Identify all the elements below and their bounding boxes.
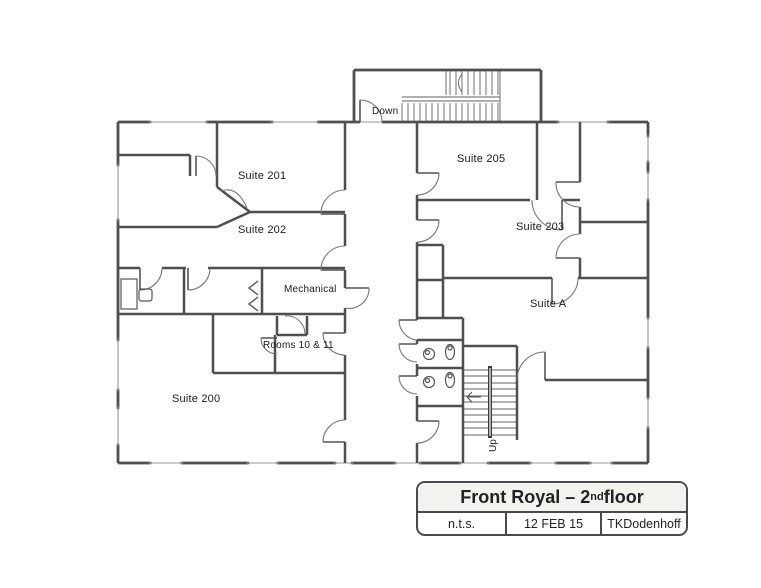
room-label-suite-201: Suite 201	[238, 170, 287, 182]
room-label-suite-a: Suite A	[530, 298, 567, 310]
room-label-suite-205: Suite 205	[457, 153, 506, 165]
exterior-walls	[116, 68, 650, 465]
stair-down-label: Down	[372, 106, 399, 117]
stair-direction-arrow	[466, 391, 481, 403]
interior-walls	[118, 122, 648, 463]
window-markers	[116, 120, 650, 465]
drawing-date: 12 FEB 15	[505, 513, 600, 534]
desk-icon	[120, 278, 153, 310]
stair-up-label: Up	[488, 439, 499, 452]
drawing-author: TKDodenhoff	[600, 513, 686, 534]
room-label-suite-200: Suite 200	[172, 393, 221, 405]
stair-treads	[401, 71, 501, 121]
louver-chevrons	[247, 280, 259, 312]
door-leaves	[139, 100, 580, 443]
room-label-suite-202: Suite 202	[238, 224, 287, 236]
drawing-title-text: Front Royal – 2	[460, 486, 591, 507]
drawing-title-suffix: floor	[603, 486, 644, 507]
room-label-rooms-10-11: Rooms 10 & 11	[263, 340, 334, 351]
room-label-mechanical: Mechanical	[284, 284, 337, 295]
door-swing-arcs	[139, 99, 581, 444]
sink-icon	[444, 343, 456, 389]
window-segment	[117, 121, 649, 464]
toilet-icon	[422, 347, 436, 389]
drawing-scale: n.t.s.	[447, 516, 476, 531]
chair-icon	[138, 288, 153, 302]
room-label-suite-203: Suite 203	[516, 221, 565, 233]
title-block-info-row: n.t.s. 12 FEB 15 TKDodenhoff	[418, 511, 686, 534]
